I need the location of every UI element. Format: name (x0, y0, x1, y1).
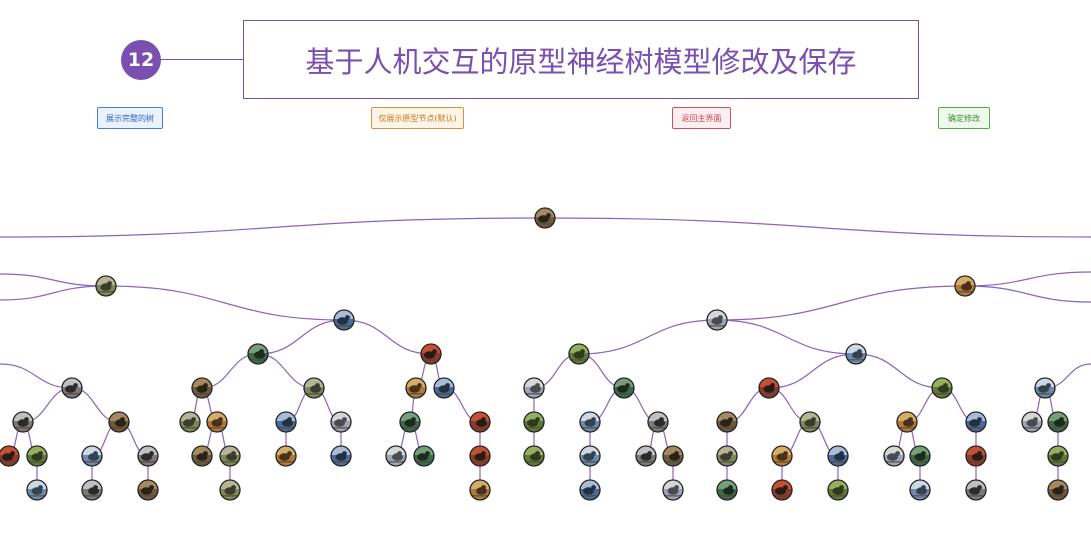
bird-prototype-node[interactable] (845, 343, 867, 365)
bird-prototype-node[interactable] (333, 309, 355, 331)
bird-prototype-node[interactable] (579, 479, 601, 501)
bird-prototype-node[interactable] (26, 445, 48, 467)
bird-prototype-node[interactable] (206, 411, 228, 433)
bird-prototype-node[interactable] (706, 309, 728, 331)
bird-prototype-node[interactable] (179, 411, 201, 433)
bird-prototype-node[interactable] (413, 445, 435, 467)
bird-prototype-node[interactable] (275, 411, 297, 433)
bird-prototype-node[interactable] (12, 411, 34, 433)
bird-prototype-node[interactable] (523, 377, 545, 399)
bird-prototype-node[interactable] (1034, 377, 1056, 399)
bird-prototype-node[interactable] (827, 479, 849, 501)
tree-edge (105, 285, 345, 321)
bird-prototype-node[interactable] (469, 479, 491, 501)
bird-prototype-node[interactable] (716, 479, 738, 501)
bird-prototype-node[interactable] (523, 411, 545, 433)
tree-nodes (0, 207, 1069, 501)
page-title: 基于人机交互的原型神经树模型修改及保存 (243, 20, 919, 99)
bird-prototype-node[interactable] (896, 411, 918, 433)
bird-prototype-node[interactable] (247, 343, 269, 365)
bird-prototype-node[interactable] (385, 445, 407, 467)
tree-edge (0, 285, 107, 301)
bird-prototype-node[interactable] (931, 377, 953, 399)
tree-edge (716, 319, 857, 355)
bird-prototype-node[interactable] (716, 445, 738, 467)
tree-edge (964, 271, 1091, 287)
bird-prototype-node[interactable] (26, 479, 48, 501)
bird-prototype-node[interactable] (1047, 445, 1069, 467)
tree-edge (0, 273, 107, 287)
confirm-edit-button[interactable]: 确定修改 (938, 107, 990, 129)
tree-edge (0, 217, 546, 238)
bird-prototype-node[interactable] (647, 411, 669, 433)
step-number-badge: 12 (121, 40, 161, 80)
bird-prototype-node[interactable] (965, 445, 987, 467)
bird-prototype-node[interactable] (716, 411, 738, 433)
badge-connector-line (161, 59, 243, 60)
bird-prototype-node[interactable] (1047, 411, 1069, 433)
bird-prototype-node[interactable] (469, 411, 491, 433)
bird-prototype-node[interactable] (635, 445, 657, 467)
bird-prototype-node[interactable] (433, 377, 455, 399)
tree-edge (0, 363, 73, 389)
bird-prototype-node[interactable] (827, 445, 849, 467)
bird-prototype-node[interactable] (771, 445, 793, 467)
bird-prototype-node[interactable] (568, 343, 590, 365)
bird-prototype-node[interactable] (219, 479, 241, 501)
bird-prototype-node[interactable] (191, 445, 213, 467)
bird-prototype-node[interactable] (137, 445, 159, 467)
show-prototype-nodes-button[interactable]: 仅展示原型节点(默认) (371, 107, 464, 129)
bird-prototype-node[interactable] (909, 479, 931, 501)
tree-edge (716, 285, 966, 321)
bird-prototype-node[interactable] (662, 445, 684, 467)
bird-prototype-node[interactable] (330, 411, 352, 433)
show-full-tree-button[interactable]: 展示完整的树 (97, 107, 163, 129)
bird-prototype-node[interactable] (965, 411, 987, 433)
bird-prototype-node[interactable] (81, 479, 103, 501)
bird-prototype-node[interactable] (1021, 411, 1043, 433)
tree-edge (768, 353, 857, 389)
bird-prototype-node[interactable] (579, 445, 601, 467)
bird-prototype-node[interactable] (275, 445, 297, 467)
bird-prototype-node[interactable] (965, 479, 987, 501)
bird-prototype-node[interactable] (1047, 479, 1069, 501)
tree-edge (257, 319, 345, 355)
tree-edge (343, 319, 432, 355)
bird-prototype-node[interactable] (799, 411, 821, 433)
bird-prototype-node[interactable] (61, 377, 83, 399)
bird-prototype-node[interactable] (579, 411, 601, 433)
bird-prototype-node[interactable] (219, 445, 241, 467)
bird-prototype-node[interactable] (662, 479, 684, 501)
bird-prototype-node[interactable] (534, 207, 556, 229)
bird-prototype-node[interactable] (771, 479, 793, 501)
bird-prototype-node[interactable] (303, 377, 325, 399)
tree-edge (964, 285, 1091, 303)
bird-prototype-node[interactable] (191, 377, 213, 399)
bird-prototype-node[interactable] (613, 377, 635, 399)
bird-prototype-node[interactable] (469, 445, 491, 467)
bird-prototype-node[interactable] (399, 411, 421, 433)
tree-edge (544, 217, 1091, 238)
bird-prototype-node[interactable] (758, 377, 780, 399)
bird-prototype-node[interactable] (81, 445, 103, 467)
bird-prototype-node[interactable] (954, 275, 976, 297)
bird-prototype-node[interactable] (405, 377, 427, 399)
bird-prototype-node[interactable] (95, 275, 117, 297)
tree-edge (855, 353, 943, 389)
bird-prototype-node[interactable] (883, 445, 905, 467)
bird-prototype-node[interactable] (523, 445, 545, 467)
bird-prototype-node[interactable] (330, 445, 352, 467)
bird-prototype-node[interactable] (909, 445, 931, 467)
back-to-main-button[interactable]: 返回主界面 (672, 107, 731, 129)
bird-prototype-node[interactable] (420, 343, 442, 365)
bird-prototype-node[interactable] (108, 411, 130, 433)
tree-edge (578, 319, 718, 355)
bird-prototype-node[interactable] (137, 479, 159, 501)
bird-prototype-node[interactable] (0, 445, 20, 467)
